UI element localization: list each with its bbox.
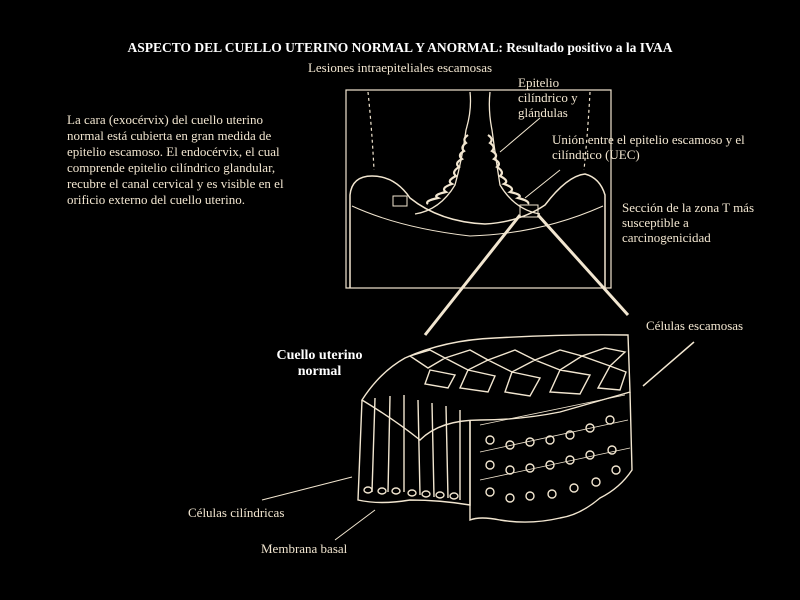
zone-box-left bbox=[392, 195, 408, 207]
label-celulas-cilindricas: Células cilíndricas bbox=[188, 505, 285, 520]
glands-right bbox=[487, 134, 530, 205]
pointer-escamosas bbox=[642, 341, 695, 387]
canal-wall-right bbox=[488, 91, 541, 215]
glands-left bbox=[426, 134, 469, 205]
label-epitelio-cilindrico: Epitelio cilíndrico y glándulas bbox=[518, 75, 578, 120]
overview-frame bbox=[345, 89, 612, 289]
canal-dashed-left bbox=[367, 91, 375, 171]
label-seccion-zona-t: Sección de la zona T más susceptible a c… bbox=[622, 200, 755, 245]
pointer-cilindricas bbox=[261, 476, 353, 501]
page-title: ASPECTO DEL CUELLO UTERINO NORMAL Y ANOR… bbox=[127, 40, 673, 55]
label-celulas-escamosas: Células escamosas bbox=[646, 318, 744, 333]
tissue-block bbox=[357, 334, 633, 523]
label-membrana-basal: Membrana basal bbox=[261, 541, 348, 556]
page-subtitle: Lesiones intraepiteliales escamosas bbox=[307, 60, 493, 75]
zone-box-right bbox=[519, 204, 539, 218]
zoom-line-left bbox=[423, 214, 522, 336]
label-union-epitelios: Unión entre el epitelio escamoso y el ci… bbox=[552, 132, 745, 162]
pointer-uec bbox=[524, 169, 561, 199]
cervix-outline bbox=[349, 173, 606, 288]
label-cuello-normal: Cuello uterino normal bbox=[276, 348, 363, 379]
pointer-membrana bbox=[334, 509, 376, 541]
intro-paragraph: La cara (exocérvix) del cuello uterino n… bbox=[67, 112, 284, 207]
pointer-epitelio bbox=[499, 117, 541, 153]
zoom-line-right bbox=[536, 213, 630, 317]
canal-dashed-right bbox=[583, 91, 591, 171]
basal-line bbox=[351, 205, 604, 237]
